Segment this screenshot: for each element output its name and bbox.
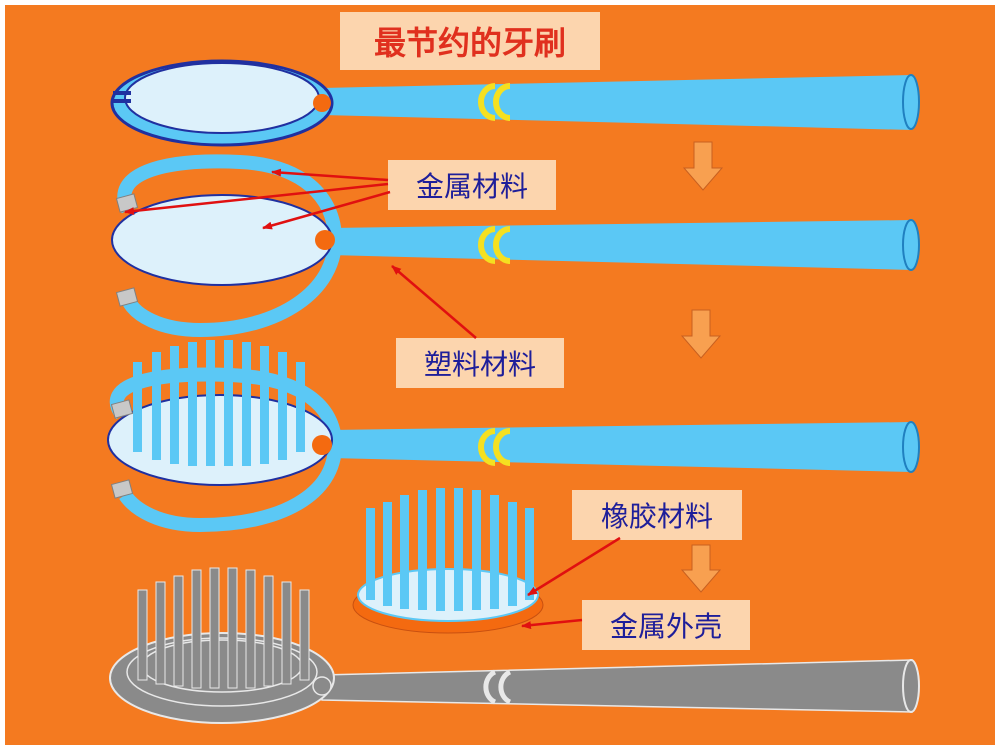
metal-clasp [110, 479, 134, 499]
pointer-arrow [271, 168, 389, 182]
brush-final-metal [109, 567, 920, 724]
label-shell-text: 金属外壳 [610, 610, 722, 643]
head-plate [124, 62, 320, 134]
pointer-arrow [124, 182, 389, 216]
label-metal-material: 金属材料 [388, 160, 556, 210]
handle [330, 422, 912, 472]
label-plastic-text: 塑料材料 [424, 348, 536, 381]
brush-stage-2 [111, 154, 920, 338]
page-title: 最节约的牙刷 [374, 24, 566, 62]
pointer-arrow [391, 265, 477, 339]
blue-marker [113, 99, 131, 103]
pivot-knob [313, 94, 331, 112]
brush-stage-3 [107, 340, 920, 533]
brush-stage-1 [110, 59, 920, 147]
label-plastic-material: 塑料材料 [396, 338, 564, 388]
label-metal-text: 金属材料 [416, 170, 528, 203]
bristle-rows [133, 340, 305, 466]
head-inner [126, 637, 318, 707]
pivot-knob [312, 676, 332, 696]
handle-end-cap [902, 219, 920, 271]
blue-marker [113, 91, 131, 95]
down-arrow [680, 309, 722, 359]
handle [322, 75, 912, 130]
handle-end-cap [902, 659, 920, 713]
pivot-knob [315, 230, 335, 250]
handle-end-cap [902, 421, 920, 473]
pointer-arrow [262, 190, 391, 230]
pointer-arrow [521, 618, 583, 630]
label-metal-shell: 金属外壳 [582, 600, 750, 650]
yellow-clip [478, 428, 511, 466]
plastic-plate [107, 394, 333, 486]
metal-clasp [115, 287, 139, 307]
down-arrow [682, 141, 724, 191]
title-box: 最节约的牙刷 [340, 12, 600, 70]
label-rubber-material: 橡胶材料 [572, 490, 742, 540]
label-rubber-text: 橡胶材料 [601, 500, 713, 533]
pivot-knob [312, 435, 332, 455]
handle-end-cap [902, 74, 920, 130]
yellow-clip [478, 226, 511, 264]
metal-bristles [137, 567, 310, 689]
gray-clip [483, 669, 512, 705]
down-arrow [680, 544, 722, 593]
metal-clasp [110, 399, 134, 419]
plastic-plate [111, 194, 333, 286]
pointer-arrow [527, 536, 621, 597]
head-outer [109, 632, 335, 724]
rubber-bristles [366, 488, 534, 611]
handle [330, 220, 912, 270]
yellow-clip [478, 83, 511, 121]
metal-band [109, 367, 343, 533]
metal-band [117, 154, 343, 338]
rubber-head [352, 488, 544, 634]
